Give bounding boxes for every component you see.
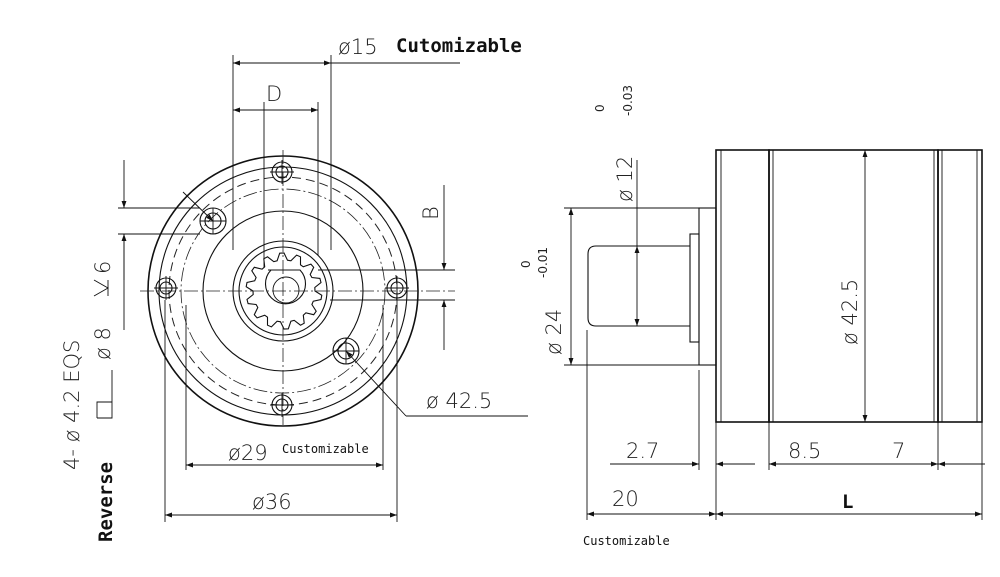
- mounting-hole-bottom: [270, 393, 294, 417]
- pilot-dia-label: ø 24: [542, 309, 566, 355]
- pilot-tol-upper: 0: [519, 260, 533, 268]
- shaft-collar: [689, 233, 700, 343]
- holes-callout-2b: 6: [91, 261, 115, 274]
- dim-8-5-label: 8.5: [788, 439, 821, 463]
- body-section-3: [937, 149, 983, 423]
- reverse-label: Reverse: [95, 462, 117, 542]
- pilot-tol-lower: -0.01: [536, 247, 550, 278]
- body-section-1: [715, 149, 770, 423]
- key-b-label: B: [419, 206, 443, 220]
- body-dia-label: ø 42.5: [838, 279, 862, 345]
- pcd-29-note: Customizable: [282, 442, 369, 456]
- dim-20-label: 20: [612, 487, 639, 511]
- dim-l-label: L: [842, 491, 853, 513]
- dim-7-label: 7: [892, 439, 905, 463]
- shaft-side-dia-label: ø 12: [613, 156, 637, 202]
- side-view: ø 42.5 ø 24 0 -0.01 ø 12 0 -0.03 2.7 8.5…: [519, 85, 985, 548]
- shaft-side-tol-upper: 0: [593, 104, 607, 112]
- shaft-side-tol-lower: -0.03: [621, 85, 635, 116]
- mounting-hole-right: [385, 276, 409, 300]
- shaft-dia-label: ø15: [338, 35, 378, 59]
- dim-2-7-label: 2.7: [626, 439, 659, 463]
- shaft-flat: [264, 269, 307, 305]
- pcd-29-label: ø29: [228, 441, 268, 465]
- bottom-note: Customizable: [583, 534, 670, 548]
- front-view: ø15 Cutomizable D B ø 42.5 ø29 Customiza…: [60, 35, 528, 542]
- shaft-core: [272, 276, 300, 304]
- holes-callout-1: 4- ø 4.2 EQS: [60, 340, 84, 470]
- mounting-hole-left: [154, 276, 178, 300]
- holes-callout-2: ø 8: [91, 327, 115, 360]
- pilot: [698, 207, 717, 366]
- depth-symbol-icon: [93, 279, 109, 297]
- dia-36-label: ø36: [252, 490, 292, 514]
- pcd-42-5-label: ø 42.5: [426, 389, 492, 413]
- flat-d-label: D: [266, 82, 282, 106]
- shaft: [587, 245, 690, 327]
- counterbore-symbol-icon: [96, 370, 113, 419]
- shaft-dia-note: Cutomizable: [396, 35, 522, 57]
- mounting-hole-top: [270, 160, 294, 184]
